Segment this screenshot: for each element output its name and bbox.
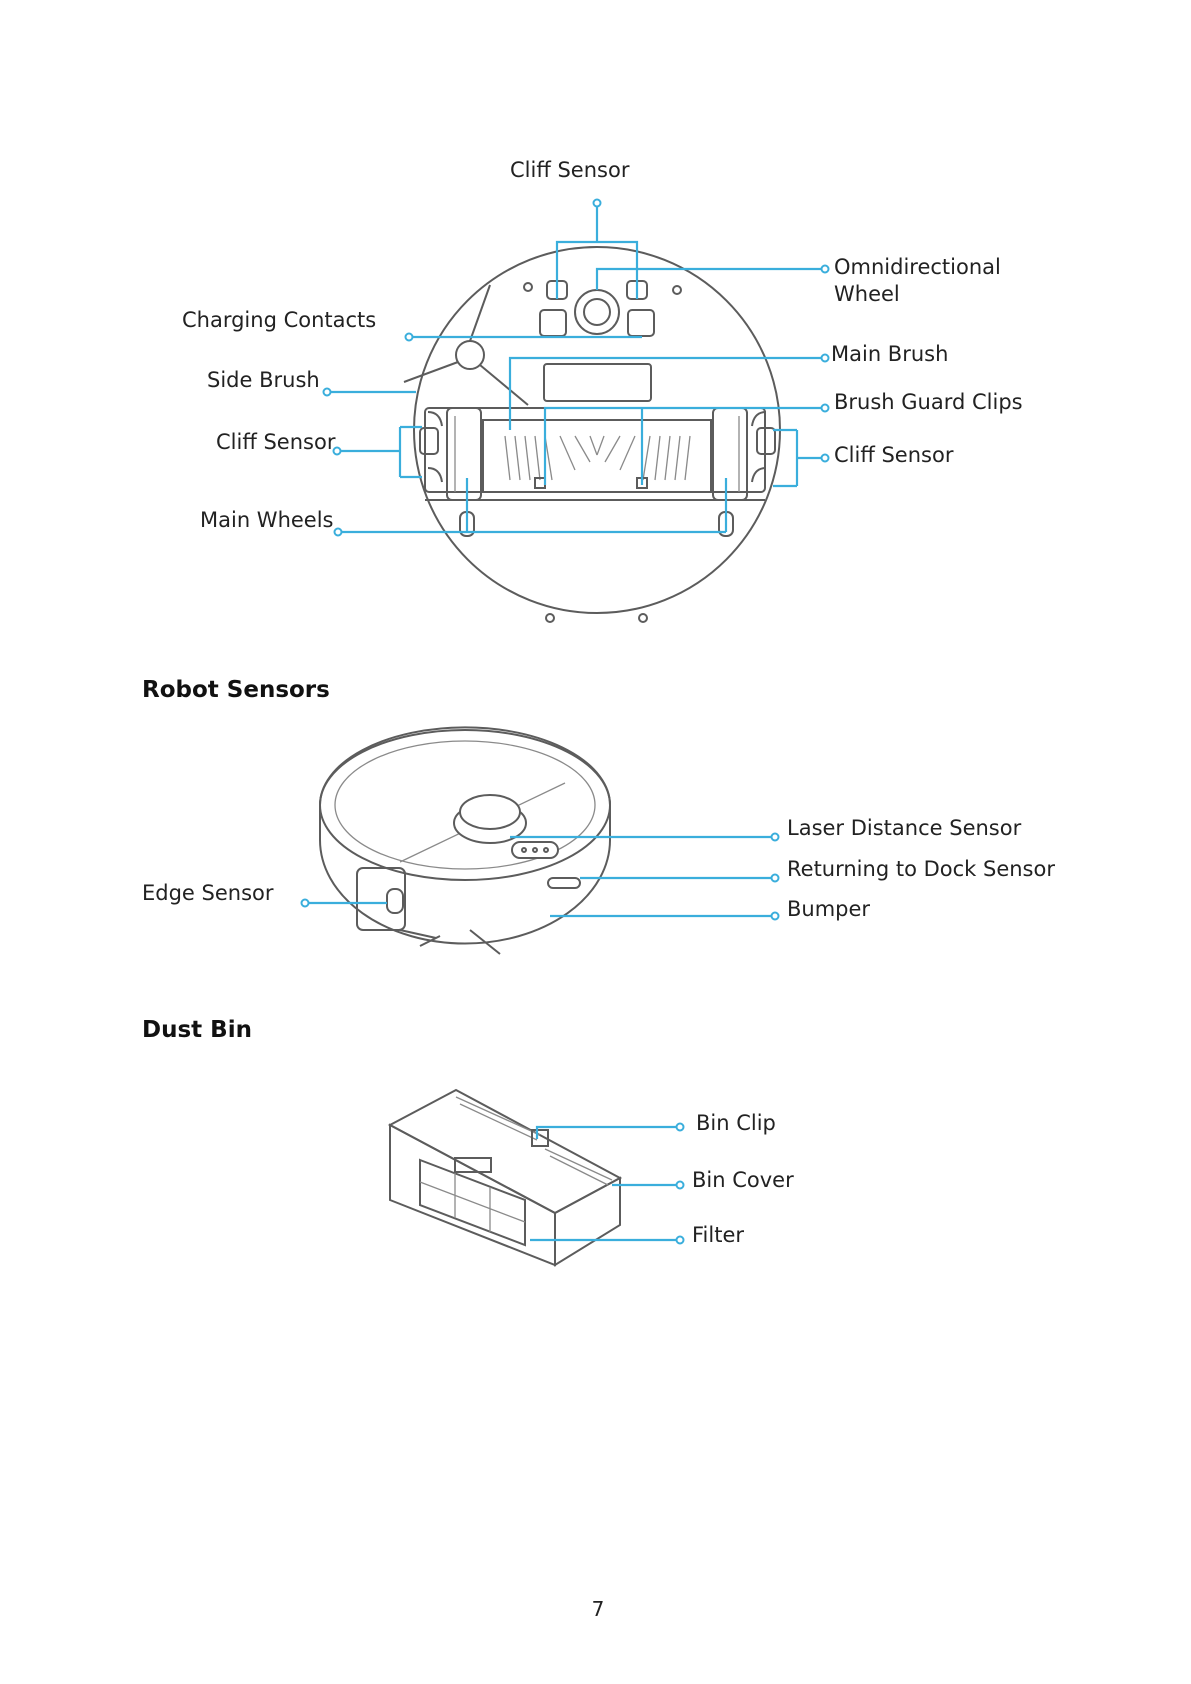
bin-top bbox=[390, 1090, 620, 1213]
bin-side bbox=[555, 1178, 620, 1265]
label-filter: Filter bbox=[692, 1222, 744, 1249]
label-bin-clip: Bin Clip bbox=[696, 1110, 776, 1137]
dust-bin-diagram bbox=[0, 0, 1191, 1400]
page-number: 7 bbox=[578, 1597, 618, 1621]
bin-front bbox=[390, 1125, 555, 1265]
label-bin-cover: Bin Cover bbox=[692, 1167, 794, 1194]
